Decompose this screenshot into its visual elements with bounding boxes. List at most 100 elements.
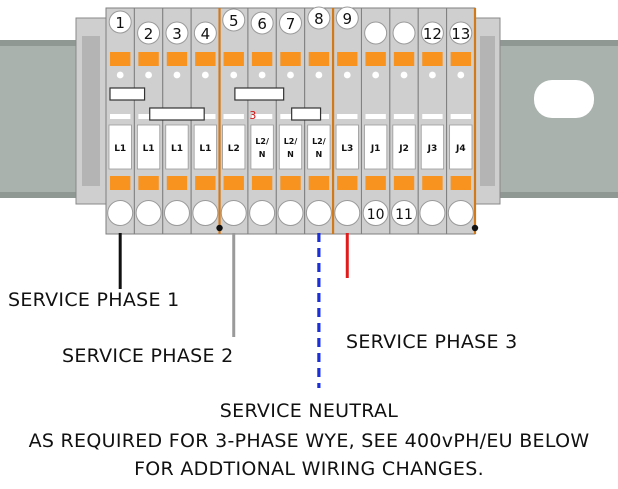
terminal-top-clamp [393, 52, 415, 66]
top-screw [420, 21, 444, 45]
top-screw [108, 10, 132, 34]
terminal-bottom-clamp [393, 176, 415, 190]
terminal-9: L3 9 [332, 6, 362, 235]
terminal-bottom-clamp [251, 176, 273, 190]
marker-tag [307, 124, 331, 170]
terminal-body [133, 7, 164, 235]
top-number: 3 [172, 25, 182, 43]
rail-slot [534, 80, 594, 118]
terminal-bottom-clamp [308, 176, 330, 190]
bottom-screw [419, 200, 446, 226]
terminal-top-clamp [337, 52, 358, 66]
test-point [400, 71, 408, 79]
marker-tag [364, 124, 388, 170]
bridge-slot [138, 114, 159, 119]
top-screw [165, 21, 189, 45]
service-wires [118, 224, 479, 388]
bridge-slot [223, 114, 244, 119]
bottom-number: 10 [367, 207, 385, 223]
terminal-7: L2/N7 [275, 7, 306, 235]
marker-tag [420, 124, 445, 170]
terminal-top-clamp [223, 52, 244, 66]
terminal-bottom-clamp [166, 176, 188, 190]
terminal-top-clamp [450, 52, 471, 66]
terminal-label: L3 [341, 144, 353, 154]
terminal-3: L1 3 [162, 7, 192, 235]
bottom-screw [277, 200, 304, 226]
service-phase-3-label: SERVICE PHASE 3 [346, 331, 518, 353]
marker-tag [165, 124, 189, 170]
terminal-top-clamp [365, 52, 386, 66]
bridge-slot [422, 114, 443, 119]
top-number: 9 [342, 10, 352, 28]
marker-tag [335, 124, 359, 170]
terminal-top-clamp [251, 52, 273, 66]
terminal-13: J4 13 [446, 7, 476, 235]
marker-tag [222, 124, 246, 170]
top-screw [307, 6, 331, 30]
terminal-label: J4 [455, 144, 466, 154]
bridge-slot [280, 114, 301, 119]
marker-tag [449, 124, 473, 170]
top-number: 1 [115, 14, 125, 32]
top-number: 2 [144, 25, 154, 43]
terminal-body [247, 7, 277, 235]
terminal-top-clamp [195, 52, 216, 66]
top-number: 13 [451, 25, 470, 43]
marker-tag [392, 124, 416, 170]
bottom-screw [107, 200, 134, 226]
test-point [173, 71, 181, 79]
terminal-bottom-clamp [337, 176, 358, 190]
test-point [230, 71, 238, 79]
terminal-label: L1 [114, 144, 126, 154]
bottom-screw [305, 200, 332, 226]
bottom-screw [220, 200, 247, 226]
terminal-top-clamp [138, 52, 159, 66]
test-point [145, 71, 152, 79]
top-number: 4 [201, 25, 211, 43]
terminal-top-clamp [280, 52, 301, 66]
jumper-bridge-4 [291, 107, 322, 121]
marker-tag [193, 124, 217, 170]
terminal-top-clamp [308, 52, 330, 66]
jumper-bridge-3 [234, 87, 285, 101]
service-neutral-label: SERVICE NEUTRAL [219, 400, 399, 422]
bridge-slot [251, 114, 273, 119]
terminal-bottom-clamp [110, 176, 131, 190]
test-point [201, 71, 209, 79]
terminal-label-line2: N [316, 150, 323, 159]
terminal-top-clamp [422, 52, 443, 66]
bottom-screw [362, 200, 389, 226]
terminal-label-line1: L2/ [284, 137, 298, 146]
test-point [343, 71, 351, 79]
marker-tag [278, 124, 303, 170]
top-number: 8 [314, 10, 324, 28]
ground-dot-right [471, 224, 479, 232]
bottom-screw [249, 200, 276, 226]
terminal-body [389, 7, 419, 235]
end-stop-left-inner [82, 36, 100, 186]
top-screw [449, 21, 473, 45]
test-point [287, 71, 294, 79]
terminal-body [417, 7, 448, 235]
bridge-slot [450, 114, 471, 119]
jumper-bridge-2 [149, 107, 205, 121]
bridge-slot [393, 114, 415, 119]
terminal-bottom-clamp [365, 176, 386, 190]
bottom-number: 11 [395, 207, 413, 223]
test-point [315, 71, 323, 79]
marker-tag [108, 124, 132, 170]
neutral-note-line-1: AS REQUIRED FOR 3-PHASE WYE, SEE 400vPH/… [28, 430, 590, 452]
terminal-1: L1 1 [105, 7, 135, 235]
bottom-screw [192, 200, 219, 226]
terminal-bottom-clamp [422, 176, 443, 190]
terminal-label-line2: N [287, 150, 294, 159]
terminal-label: L2 [228, 144, 240, 154]
test-point [457, 71, 465, 79]
marker-tag [136, 124, 161, 170]
terminal-bottom-clamp [138, 176, 159, 190]
terminal-label: L1 [171, 144, 183, 154]
top-screw [222, 8, 246, 32]
